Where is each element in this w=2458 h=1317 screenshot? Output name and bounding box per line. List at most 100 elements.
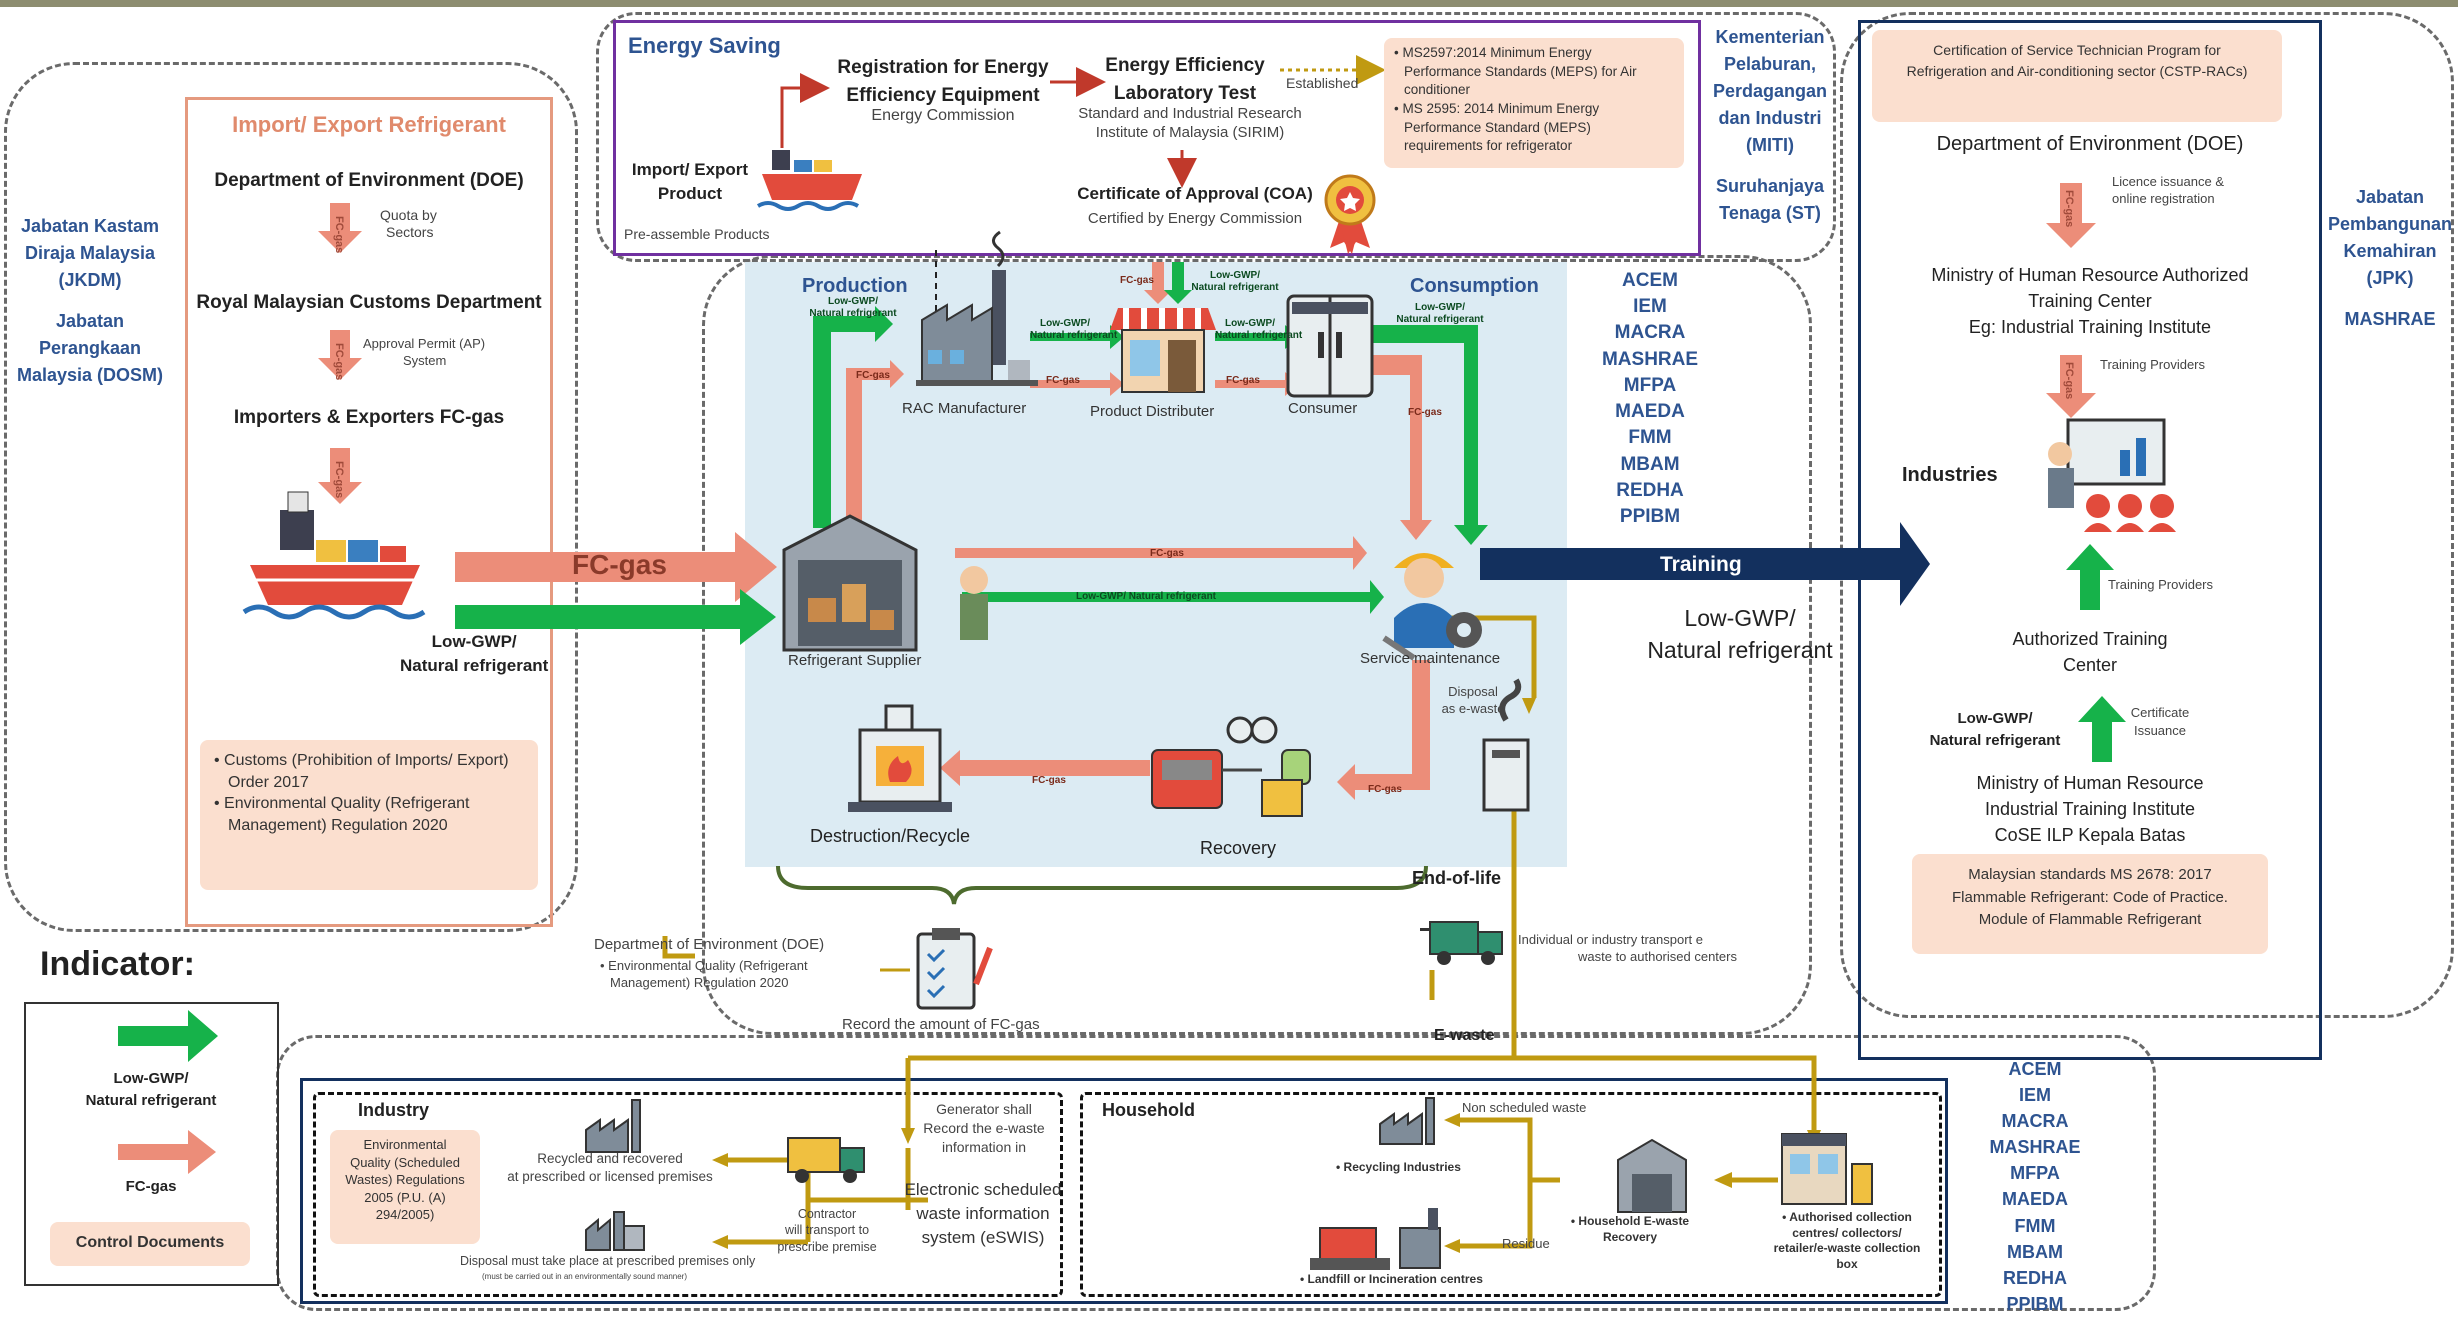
- technician-icon: [1382, 553, 1482, 661]
- agency-line: Jabatan: [55, 311, 125, 331]
- disposal-rule-label: Disposal must take place at prescribed p…: [460, 1254, 756, 1268]
- import-export-container: [4, 62, 578, 932]
- consumer-label: Consumer: [1288, 400, 1358, 417]
- pre-assemble-label: Pre-assemble Products: [624, 226, 770, 242]
- indicator-fc: FC-gas: [125, 1178, 177, 1195]
- svg-text:FC-gas: FC-gas: [333, 216, 345, 253]
- left-agencies: Jabatan Kastam Diraja Malaysia (JKDM) Ja…: [10, 213, 170, 389]
- agency-line: Perangkaan: [38, 338, 142, 358]
- training-label: Training: [1660, 553, 1742, 576]
- service-maintenance-label: Service maintenance: [1360, 650, 1501, 667]
- ewaste-label: E-waste: [1434, 1027, 1495, 1044]
- ewaste-bin-icon: [1482, 678, 1530, 812]
- import-export-control-doc: • Customs (Prohibition of Imports/ Expor…: [200, 740, 538, 890]
- indicator-title: Indicator:: [40, 945, 195, 983]
- contractor-truck-icon: [787, 1137, 865, 1183]
- residue-label: Residue: [1502, 1236, 1550, 1251]
- destruction-label: Destruction/Recycle: [810, 826, 971, 846]
- doe-label: Department of Environment (DOE): [214, 170, 524, 191]
- fc-gas-label: FC-gas: [1368, 784, 1402, 795]
- meps-control-doc: • MS2597:2014 Minimum Energy Performance…: [1384, 38, 1684, 168]
- svg-text:FC-gas: FC-gas: [2063, 362, 2075, 399]
- fc-gas-label: FC-gas: [1120, 275, 1154, 286]
- collection-centre-icon: [1781, 1133, 1873, 1205]
- fc-gas-label: FC-gas: [1032, 775, 1066, 786]
- salmon-down-arrows: [318, 203, 362, 504]
- lowgwp-small-label: Low-GWP/Natural refrigerant: [809, 296, 897, 319]
- training-board-icon: [2048, 418, 2176, 532]
- agency-line: (JKDM): [58, 270, 122, 290]
- importers-label: Importers & Exporters FC-gas: [233, 407, 505, 428]
- ewaste-frame: [300, 1078, 1948, 1304]
- truck-icon: [1420, 921, 1503, 965]
- factory-icon: [916, 230, 1038, 386]
- lowgwp-big-label: Low-GWP/Natural refrigerant: [1647, 605, 1833, 664]
- indicator-control-doc: Control Documents: [50, 1222, 250, 1266]
- household-box: [1080, 1092, 1942, 1297]
- fc-gas-label: FC-gas: [1408, 407, 1442, 418]
- consumption-title: Consumption: [1410, 275, 1539, 297]
- green-big-arrow: [455, 589, 776, 645]
- incinerator-icon: [848, 704, 952, 812]
- energy-commission-label: Energy Commission: [871, 107, 1015, 124]
- non-scheduled-label: Non scheduled waste: [1462, 1100, 1587, 1115]
- fc-gas-big-arrow: [455, 532, 777, 602]
- licence-label: Licence issuance &online registration: [2112, 174, 2225, 206]
- svg-text:FC-gas: FC-gas: [333, 461, 345, 498]
- landfill-label: • Landfill or Incineration centres: [1300, 1272, 1483, 1286]
- training-container: [1840, 12, 2454, 1018]
- fc-gas-label: FC-gas: [1150, 548, 1184, 559]
- recycling-industry-icon: [1379, 1097, 1435, 1145]
- training-providers-label: Training Providers: [2108, 577, 2214, 592]
- household-recovery-icon: [1617, 1138, 1687, 1213]
- disposal-small-label: (must be carried out in an environmental…: [482, 1272, 687, 1281]
- cargo-ship-icon: [242, 491, 426, 620]
- recovery-label: Recovery: [1200, 838, 1277, 858]
- indicator-box: [24, 1002, 279, 1286]
- energy-container: [596, 12, 1836, 262]
- lowgwp-line-label: Low-GWP/ Natural refrigerant: [1076, 591, 1217, 602]
- import-export-box: [185, 97, 553, 927]
- import-export-title: Import/ Export Refrigerant: [232, 112, 506, 137]
- top-bar: [0, 0, 2458, 7]
- fc-gas-label: FC-gas: [1046, 375, 1080, 386]
- agency-line: Diraja Malaysia: [24, 243, 156, 263]
- lowgwp-small-label: Low-GWP/Natural refrigerant: [1030, 318, 1118, 341]
- industries-label: Industries: [1902, 464, 1998, 486]
- lowgwp-small-label: Low-GWP/Natural refrigerant: [1191, 270, 1279, 293]
- recycling-industries-label: • Recycling Industries: [1336, 1160, 1461, 1174]
- coa-label: Certificate of Approval (COA): [1077, 184, 1313, 203]
- warehouse-icon: [782, 514, 988, 652]
- training-providers-label: Training Providers: [2100, 357, 2206, 372]
- training-box: [1858, 20, 2322, 1060]
- customs-label: Royal Malaysian Customs Department: [196, 292, 542, 313]
- certificate-badge-icon: [1324, 174, 1376, 254]
- ship-icon: [756, 150, 862, 211]
- household-title: Household: [1102, 1100, 1195, 1120]
- agency-line: Jabatan Kastam: [20, 216, 160, 236]
- svg-text:FC-gas: FC-gas: [2063, 190, 2075, 227]
- industry-box: [313, 1092, 1063, 1297]
- refrigerator-icon: [1286, 294, 1374, 398]
- disposal-factory-icon: [585, 1211, 645, 1251]
- agency-line: Malaysia (DOSM): [16, 365, 164, 385]
